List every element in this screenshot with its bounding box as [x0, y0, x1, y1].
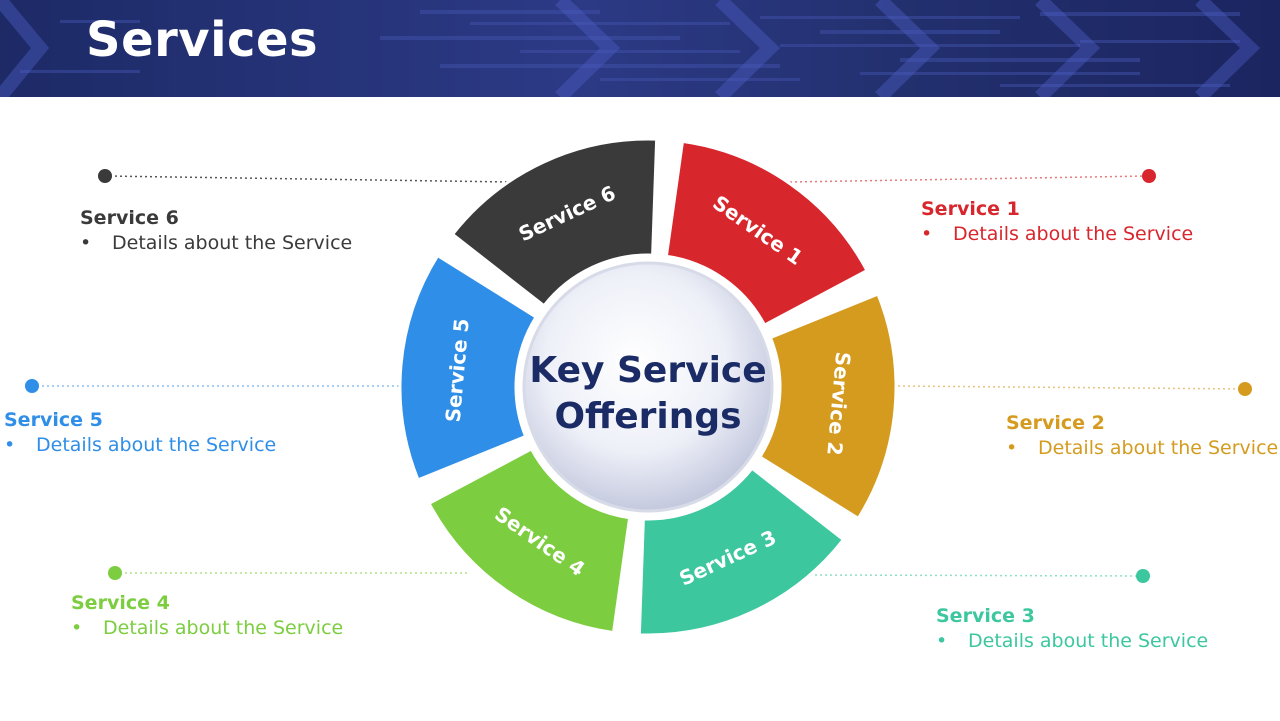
service-5-block: Service 5 •Details about the Service — [4, 408, 276, 458]
banner-decoration — [0, 0, 1261, 97]
service-1-title: Service 1 — [921, 198, 1020, 220]
connector-dots — [25, 169, 1252, 583]
connector-service-2 — [897, 385, 1246, 390]
connector-service-6 — [104, 175, 511, 183]
service-2-title: Service 2 — [1006, 412, 1105, 434]
dot-service-5 — [25, 379, 39, 393]
segment-service-4 — [426, 446, 632, 635]
service-1-block: Service 1 •Details about the Service — [921, 197, 1193, 247]
service-5-title: Service 5 — [4, 409, 103, 431]
connector-lines — [32, 175, 1246, 577]
service-4-block: Service 4 •Details about the Service — [71, 591, 343, 641]
wheel-segments — [398, 137, 898, 637]
page-title: Services — [86, 12, 319, 68]
connector-service-1 — [789, 175, 1149, 183]
service-2-detail: •Details about the Service — [1006, 437, 1279, 459]
service-1-detail: •Details about the Service — [921, 223, 1194, 245]
service-4-detail: •Details about the Service — [71, 617, 344, 639]
service-4-title: Service 4 — [71, 592, 170, 614]
service-3-detail: •Details about the Service — [936, 630, 1209, 652]
header-banner: Services — [0, 0, 1280, 97]
segment-service-2 — [757, 292, 898, 521]
dot-service-1 — [1142, 169, 1156, 183]
service-3-block: Service 3 •Details about the Service — [936, 604, 1208, 654]
dot-service-3 — [1136, 569, 1150, 583]
segment-service-1 — [664, 139, 870, 328]
segment-service-3 — [637, 466, 846, 637]
service-3-title: Service 3 — [936, 605, 1035, 627]
service-6-detail: •Details about the Service — [80, 232, 353, 254]
service-6-block: Service 6 •Details about the Service — [80, 206, 352, 256]
center-title-line1: Key Service — [529, 350, 766, 391]
service-5-detail: •Details about the Service — [4, 434, 277, 456]
center-circle — [522, 261, 774, 513]
dot-service-6 — [98, 169, 112, 183]
center-title-line2: Offerings — [554, 396, 741, 437]
service-6-title: Service 6 — [80, 207, 179, 229]
segment-service-6 — [450, 137, 659, 308]
service-2-block: Service 2 •Details about the Service — [1006, 411, 1278, 461]
dot-service-4 — [108, 566, 122, 580]
segment-service-5 — [398, 253, 539, 482]
dot-service-2 — [1238, 382, 1252, 396]
connector-service-3 — [809, 574, 1144, 577]
